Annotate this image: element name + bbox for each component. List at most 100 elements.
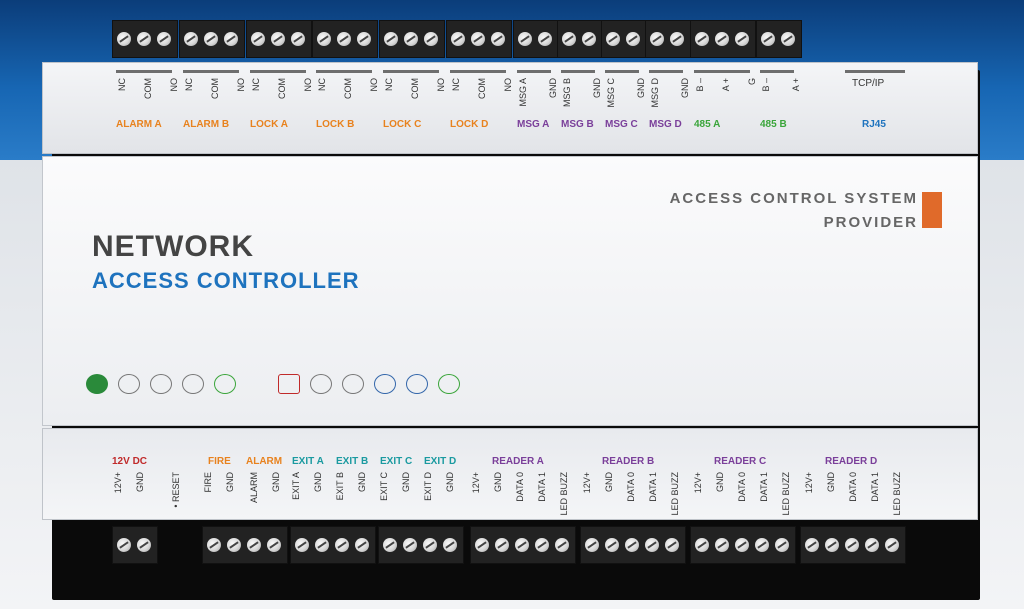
group-label: READER B: [602, 456, 655, 467]
terminal-screw-icon: [471, 32, 485, 46]
group-label: 12V DC: [112, 456, 148, 467]
terminal-screw-icon: [695, 32, 709, 46]
bottom-terminal-block: [690, 526, 796, 564]
terminal-screw-icon: [291, 32, 305, 46]
top-terminal-block: [690, 20, 756, 58]
group-separator: [383, 70, 439, 73]
fc-icon: [246, 374, 268, 394]
group-label: 485 A: [694, 119, 721, 130]
iso-icon: [374, 374, 396, 394]
terminal-screw-icon: [357, 32, 371, 46]
pin-label: NO: [303, 78, 313, 92]
terminal-screw-icon: [865, 538, 879, 552]
group-separator: [517, 70, 551, 73]
pin-label: COM: [410, 78, 420, 99]
pin-label: G: [747, 78, 757, 86]
group-label: LOCK D: [450, 119, 489, 130]
ccc-icon: [342, 374, 364, 394]
group-label: LOCK B: [316, 119, 355, 130]
terminal-screw-icon: [267, 538, 281, 552]
group-label: 485 B: [760, 119, 787, 130]
pin-label: B –: [761, 78, 771, 92]
terminal-screw-icon: [337, 32, 351, 46]
pin-label: GND: [592, 78, 602, 98]
pin-label: • RESET: [171, 472, 181, 508]
terminal-screw-icon: [515, 538, 529, 552]
terminal-screw-icon: [735, 32, 749, 46]
pin-label: DATA 0: [515, 472, 525, 502]
eco-icon: [438, 374, 460, 394]
group-separator: [605, 70, 639, 73]
top-terminal-block: [379, 20, 445, 58]
pin-label: GND: [680, 78, 690, 98]
terminal-screw-icon: [518, 32, 532, 46]
quality-mark-icon: [118, 374, 140, 394]
group-separator: [845, 70, 905, 73]
pin-label: NO: [503, 78, 513, 92]
pin-label: GND: [401, 472, 411, 492]
pin-label: B –: [695, 78, 705, 92]
pin-label: GND: [826, 472, 836, 492]
pin-label: GND: [604, 472, 614, 492]
pin-label: A +: [791, 78, 801, 92]
group-separator: [649, 70, 683, 73]
terminal-screw-icon: [117, 538, 131, 552]
terminal-screw-icon: [247, 538, 261, 552]
pin-label: DATA 1: [537, 472, 547, 502]
pin-label: EXIT C: [379, 472, 389, 501]
group-label: ALARM: [246, 456, 283, 467]
terminal-screw-icon: [335, 538, 349, 552]
certification-logos: [86, 374, 460, 394]
pin-label: 12V+: [113, 472, 123, 494]
terminal-screw-icon: [137, 32, 151, 46]
pin-label: 12V+: [471, 472, 481, 494]
group-label: READER D: [825, 456, 878, 467]
pin-label: MSG D: [650, 78, 660, 108]
terminal-screw-icon: [443, 538, 457, 552]
group-separator: [694, 70, 750, 73]
pin-label: DATA 0: [626, 472, 636, 502]
top-label-panel: [42, 62, 978, 154]
terminal-screw-icon: [670, 32, 684, 46]
top-terminal-block: [557, 20, 603, 58]
group-label: EXIT C: [380, 456, 413, 467]
pin-label: LED BUZZ: [781, 472, 791, 516]
bottom-terminal-block: [378, 526, 464, 564]
provider-line-2: PROVIDER: [823, 214, 918, 231]
pin-label: EXIT B: [335, 472, 345, 501]
group-label: ALARM B: [183, 119, 230, 130]
pin-label: DATA 1: [870, 472, 880, 502]
terminal-screw-icon: [805, 538, 819, 552]
terminal-screw-icon: [755, 538, 769, 552]
bottom-label-panel: [42, 428, 978, 520]
device-title: NETWORK: [92, 230, 254, 263]
terminal-screw-icon: [227, 538, 241, 552]
terminal-screw-icon: [451, 32, 465, 46]
group-separator: [116, 70, 172, 73]
group-label: EXIT D: [424, 456, 457, 467]
terminal-screw-icon: [538, 32, 552, 46]
pin-label: GND: [636, 78, 646, 98]
terminal-screw-icon: [184, 32, 198, 46]
pin-label: GND: [548, 78, 558, 98]
terminal-screw-icon: [605, 538, 619, 552]
terminal-screw-icon: [423, 538, 437, 552]
terminal-screw-icon: [695, 538, 709, 552]
terminal-screw-icon: [715, 538, 729, 552]
pin-label: EXIT D: [423, 472, 433, 501]
group-label: MSG D: [649, 119, 682, 130]
pin-label: GND: [715, 472, 725, 492]
pin-label: NC: [317, 78, 327, 91]
pin-label: COM: [477, 78, 487, 99]
pin-label: MSG B: [562, 78, 572, 108]
pin-label: NO: [436, 78, 446, 92]
terminal-screw-icon: [761, 32, 775, 46]
terminal-screw-icon: [403, 538, 417, 552]
top-terminal-block: [446, 20, 512, 58]
pin-label: NO: [369, 78, 379, 92]
recycle-icon: [214, 374, 236, 394]
top-terminal-block: [645, 20, 691, 58]
pin-label: COM: [210, 78, 220, 99]
group-label: MSG B: [561, 119, 594, 130]
terminal-screw-icon: [665, 538, 679, 552]
